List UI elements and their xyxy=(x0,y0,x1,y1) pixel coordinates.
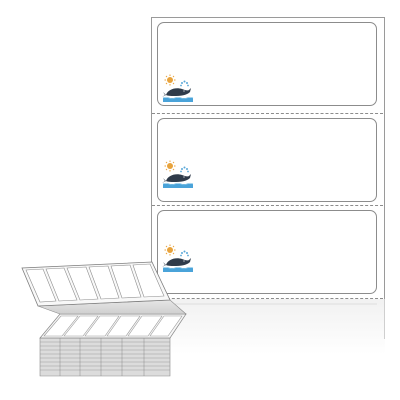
liner-top-edge xyxy=(151,17,385,18)
whale-sun-icon xyxy=(162,244,194,272)
whale-sun-icon xyxy=(162,74,194,102)
water-spout-icon xyxy=(180,80,189,87)
whale-sun-icon xyxy=(162,160,194,188)
label-3 xyxy=(157,210,377,294)
sun-icon xyxy=(164,74,176,86)
sun-icon xyxy=(164,160,176,172)
reflection-fade xyxy=(151,299,385,354)
fanfold-label-stack xyxy=(21,261,187,377)
sun-icon xyxy=(164,244,176,256)
water-spout-icon xyxy=(180,166,189,173)
label-2 xyxy=(157,118,377,202)
perforation-line-1 xyxy=(152,113,383,114)
perforation-line-2 xyxy=(152,205,383,206)
label-1 xyxy=(157,22,377,106)
stack-edges xyxy=(39,337,171,377)
water-spout-icon xyxy=(180,250,189,257)
perforation-line-3 xyxy=(152,298,383,299)
